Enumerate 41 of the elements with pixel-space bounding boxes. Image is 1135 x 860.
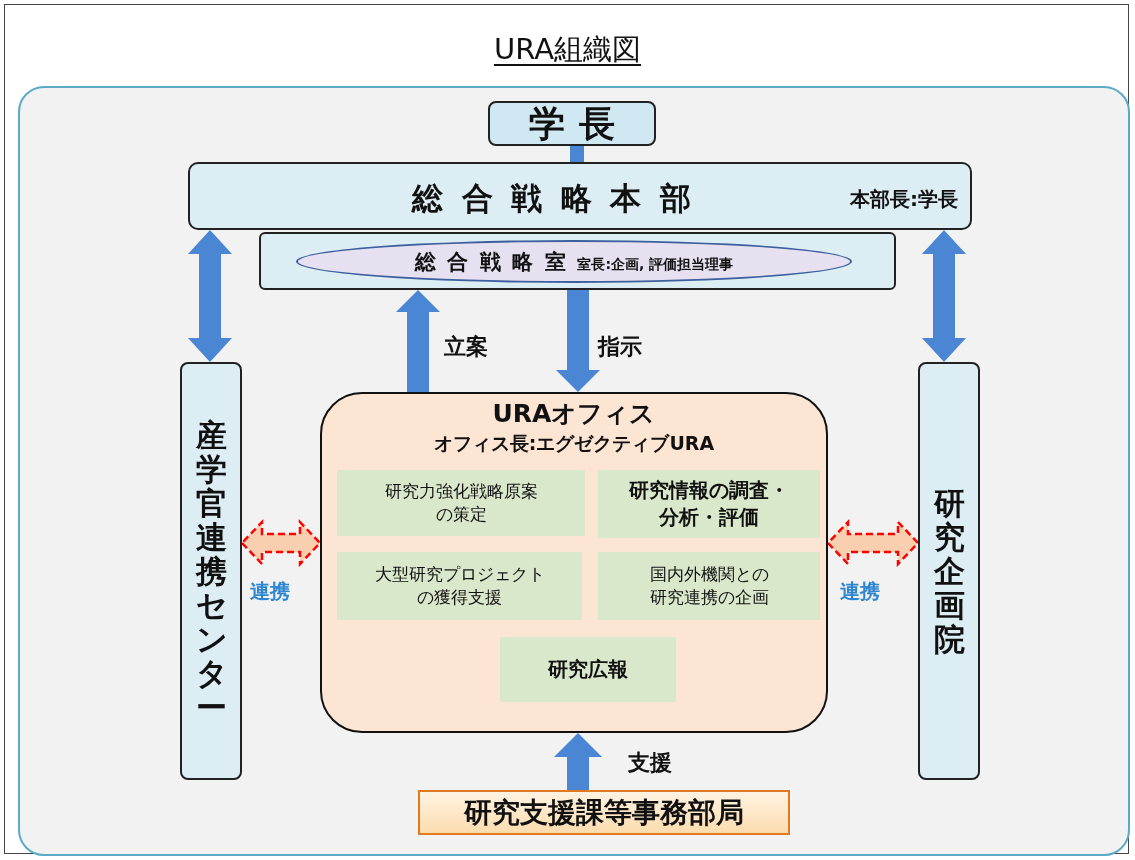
box-title: 学長 [527,105,630,142]
diagram-title: URA組織図 [493,32,641,66]
double-arrow [922,230,966,362]
arrow [556,290,600,392]
task-text: 大型研究プロジェクトの獲得支援 [373,563,546,609]
box-title: 総合戦略室 [414,249,578,276]
box-title: 総合戦略本部 [412,179,710,218]
head-note: 本部長:学長 [850,186,958,213]
department-box [418,790,790,835]
double-arrow [826,518,920,568]
task-box [598,470,820,538]
office-panel [259,232,896,290]
edge-label: 指示 [598,333,642,361]
task-box [337,552,582,620]
edge-label: 連携 [840,578,880,605]
double-arrow [240,518,322,568]
vertical-label: 研究企画院 [933,485,965,657]
task-box [598,552,820,620]
president-box [488,101,656,146]
task-box [337,470,585,536]
arrow [396,290,440,392]
vertical-label: 産学官連携センター [195,417,227,725]
task-text: 研究情報の調査・分析・評価 [628,477,790,531]
edge-label: 支援 [628,749,672,777]
arrow [554,733,602,790]
connector-bar [570,146,584,162]
double-arrow [188,230,232,362]
task-text: 研究広報 [548,656,628,683]
ura-office-box [320,392,828,733]
headquarters-box [188,162,972,230]
task-text: 国内外機関との研究連携の企画 [648,563,770,609]
center-box [180,362,242,780]
head-note: 室長:企画, 評価担当理事 [577,256,734,274]
task-text: 研究力強化戦略原案の策定 [383,480,539,526]
box-title: 研究支援課等事務部局 [464,794,744,831]
center-box [918,362,980,780]
edge-label: 連携 [250,578,290,605]
edge-label: 立案 [444,333,488,361]
task-box [500,637,676,702]
box-title: URAオフィス [492,398,656,430]
head-note: オフィス長:エグゼクティブURA [433,430,715,456]
